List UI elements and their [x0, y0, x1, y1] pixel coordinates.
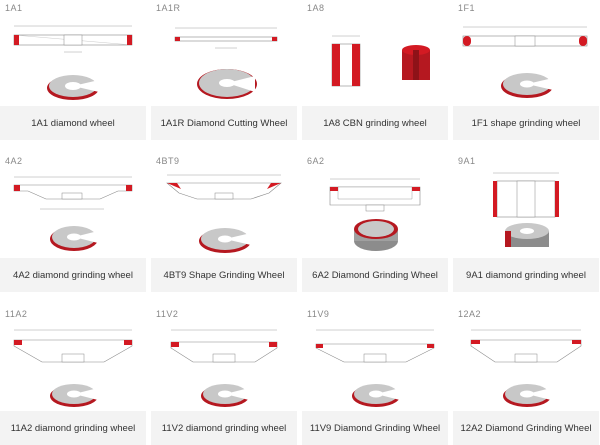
- product-code: 11A2: [5, 309, 28, 319]
- wheel-render-11a2-icon: [50, 384, 98, 407]
- product-figure: [151, 0, 297, 106]
- drawing-1a8-icon: [331, 35, 361, 87]
- product-card-9a1[interactable]: 9A1 9A1 diamond grinding wheel: [453, 153, 599, 292]
- wheel-render-1a1-icon: [47, 75, 99, 100]
- wheel-render-6a2-icon: [354, 219, 398, 251]
- drawing-11a2-icon: [13, 329, 133, 363]
- product-code: 4A2: [5, 156, 23, 166]
- product-code: 11V9: [307, 309, 330, 319]
- product-figure: [453, 0, 599, 106]
- product-card-6a2[interactable]: 6A2 6A2 Diamond Grinding Wheel: [302, 153, 448, 292]
- product-figure: [0, 0, 146, 106]
- product-figure: [151, 306, 297, 412]
- drawing-12a2-icon: [470, 329, 582, 363]
- wheel-render-12a2-icon: [503, 384, 551, 407]
- wheel-render-4bt9-icon: [199, 228, 251, 253]
- product-label[interactable]: 1F1 shape grinding wheel: [453, 106, 599, 140]
- product-label[interactable]: 4A2 diamond grinding wheel: [0, 258, 146, 292]
- product-figure: [453, 153, 599, 259]
- wheel-render-1f1-icon: [501, 73, 553, 98]
- product-figure: [0, 306, 146, 412]
- product-label[interactable]: 11A2 diamond grinding wheel: [0, 411, 146, 445]
- product-label[interactable]: 11V2 diamond grinding wheel: [151, 411, 297, 445]
- product-label[interactable]: 12A2 Diamond Grinding Wheel: [453, 411, 599, 445]
- drawing-1a1r-icon: [174, 27, 278, 49]
- product-card-11v2[interactable]: 11V2 11V2 diamond grinding wheel: [151, 306, 297, 445]
- product-label[interactable]: 1A8 CBN grinding wheel: [302, 106, 448, 140]
- product-card-1a1r[interactable]: 1A1R 1A1R Diamond Cutting Wheel: [151, 0, 297, 140]
- product-card-12a2[interactable]: 12A2 12A2 Diamond Grinding Wheel: [453, 306, 599, 445]
- product-card-1f1[interactable]: 1F1 1F1 shape grinding wheel: [453, 0, 599, 140]
- product-card-11a2[interactable]: 11A2 11A2 diamond grinding wheel: [0, 306, 146, 445]
- product-label[interactable]: 4BT9 Shape Grinding Wheel: [151, 258, 297, 292]
- product-code: 11V2: [156, 309, 179, 319]
- product-label[interactable]: 1A1R Diamond Cutting Wheel: [151, 106, 297, 140]
- product-code: 9A1: [458, 156, 476, 166]
- product-label[interactable]: 9A1 diamond grinding wheel: [453, 258, 599, 292]
- product-figure: [302, 0, 448, 106]
- product-figure: [453, 306, 599, 412]
- product-figure: [302, 306, 448, 412]
- product-card-1a8[interactable]: 1A8 1A8 CBN grinding wheel: [302, 0, 448, 140]
- product-card-11v9[interactable]: 11V9 11V9 Diamond Grinding Wheel: [302, 306, 448, 445]
- wheel-render-4a2-icon: [50, 226, 98, 251]
- product-code: 1A8: [307, 3, 325, 13]
- product-code: 1F1: [458, 3, 476, 13]
- product-label[interactable]: 11V9 Diamond Grinding Wheel: [302, 411, 448, 445]
- product-code: 6A2: [307, 156, 325, 166]
- wheel-render-11v2-icon: [201, 384, 249, 407]
- product-figure: [302, 153, 448, 259]
- wheel-render-11v9-icon: [352, 384, 400, 407]
- drawing-11v9-icon: [315, 329, 435, 363]
- product-code: 12A2: [458, 309, 482, 319]
- product-figure: [151, 153, 297, 259]
- product-label[interactable]: 6A2 Diamond Grinding Wheel: [302, 258, 448, 292]
- drawing-6a2-icon: [329, 178, 421, 212]
- drawing-1a1-icon: [13, 25, 133, 53]
- product-figure: [0, 153, 146, 259]
- drawing-11v2-icon: [170, 329, 278, 363]
- product-code: 4BT9: [156, 156, 180, 166]
- drawing-1f1-icon: [462, 26, 588, 47]
- drawing-9a1-icon: [493, 172, 559, 218]
- drawing-4a2-icon: [13, 176, 133, 210]
- wheel-render-1a1r-icon: [197, 69, 257, 99]
- drawing-4bt9-icon: [166, 174, 282, 200]
- wheel-render-9a1-icon: [505, 223, 549, 247]
- product-card-4bt9[interactable]: 4BT9 4BT9 Shape Grinding Wheel: [151, 153, 297, 292]
- product-code: 1A1: [5, 3, 23, 13]
- wheel-render-1a8-icon: [402, 45, 430, 80]
- product-code: 1A1R: [156, 3, 181, 13]
- product-label[interactable]: 1A1 diamond wheel: [0, 106, 146, 140]
- product-card-1a1[interactable]: 1A1 1A1 diamond wheel: [0, 0, 146, 140]
- product-card-4a2[interactable]: 4A2 4A2 diamond grinding wheel: [0, 153, 146, 292]
